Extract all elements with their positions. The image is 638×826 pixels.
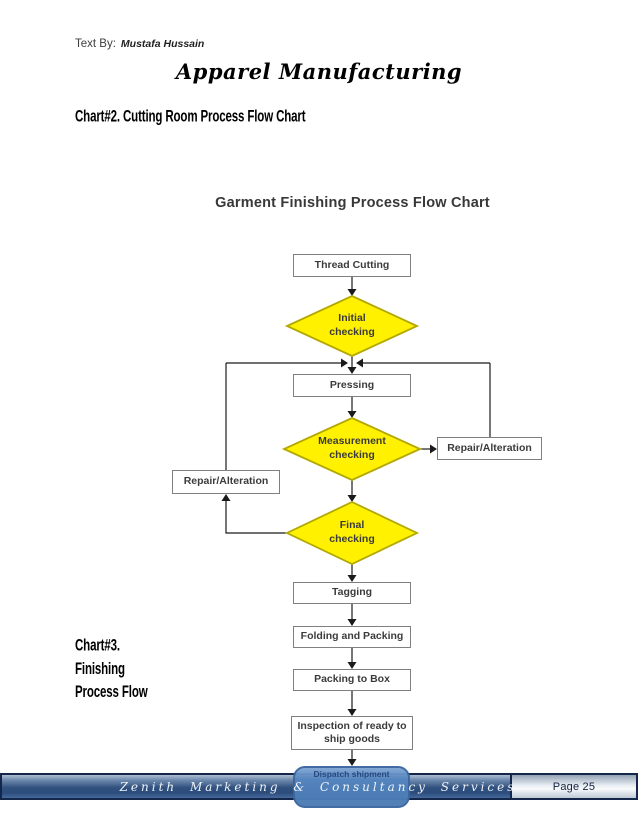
node-initial-checking-label: Initial checking (329, 312, 375, 338)
node-initial-checking: Initial checking (320, 304, 384, 348)
final-checking-diamond (284, 501, 420, 565)
arrowhead-into-measurement (347, 411, 357, 418)
node-tagging: Tagging (293, 582, 411, 604)
terminator-dispatch-shipment-label: Dispatch shipment (313, 769, 390, 779)
author-name: Mustafa Hussain (120, 38, 205, 50)
measurement-checking-diamond (281, 417, 423, 481)
side-note-line-3: Process Flow (75, 683, 148, 702)
arrowhead-into-repair-right (430, 444, 437, 454)
node-inspection: Inspection of ready to ship goods (291, 716, 413, 750)
node-thread-cutting: Thread Cutting (293, 254, 411, 277)
node-inspection-label: Inspection of ready to ship goods (297, 719, 407, 745)
arrowhead-into-tagging (347, 575, 357, 582)
node-thread-cutting-label: Thread Cutting (314, 258, 390, 271)
connector-final-repair-left (225, 501, 287, 534)
node-final-checking-label: Final checking (329, 519, 375, 545)
node-final-checking: Final checking (320, 511, 384, 555)
footer-divider (510, 775, 512, 798)
initial-checking-diamond (284, 295, 420, 357)
arrowhead-into-repair-left (221, 494, 231, 501)
terminator-dispatch-shipment: Dispatch shipment (293, 766, 410, 808)
arrowhead-into-initial (347, 289, 357, 296)
document-title: Apparel Manufacturing (175, 59, 463, 84)
side-note-line-1: Chart#3. (75, 637, 120, 655)
node-measurement-checking-label: Measurement checking (318, 435, 386, 461)
side-note-chart3: Chart#3. Finishing Process Flow (75, 634, 148, 704)
byline-label: Text By: (75, 38, 116, 50)
arrowhead-feedback-right (356, 358, 363, 368)
arrowhead-into-packing (347, 662, 357, 669)
node-folding-and-packing-label: Folding and Packing (300, 630, 404, 643)
footer-company-name: Zenith Marketing & Consultancy Services (119, 779, 517, 794)
node-repair-alteration-left: Repair/Alteration (172, 470, 280, 494)
node-pressing: Pressing (293, 374, 411, 397)
node-repair-alteration-right-label: Repair/Alteration (447, 441, 532, 454)
node-repair-alteration-left-label: Repair/Alteration (183, 475, 269, 488)
node-repair-alteration-right: Repair/Alteration (437, 437, 542, 460)
node-pressing-label: Pressing (329, 378, 375, 391)
arrowhead-into-dispatch (347, 759, 357, 766)
page-number: Page 25 (552, 780, 596, 793)
node-tagging-label: Tagging (331, 586, 373, 599)
side-note-line-2: Finishing (75, 660, 125, 678)
byline: Text By: Mustafa Hussain (75, 38, 204, 50)
page-number-box: Page 25 (512, 775, 636, 798)
arrowhead-feedback-left (341, 358, 348, 368)
section-heading-chart2: Chart#2. Cutting Room Process Flow Chart (75, 108, 306, 126)
node-packing-to-box: Packing to Box (293, 669, 411, 691)
node-folding-and-packing: Folding and Packing (293, 626, 411, 648)
node-measurement-checking: Measurement checking (310, 427, 394, 471)
arrowhead-into-final (347, 495, 357, 502)
arrowhead-into-folding (347, 619, 357, 626)
arrowhead-into-inspection (347, 709, 357, 716)
node-packing-to-box-label: Packing to Box (314, 673, 390, 686)
arrowhead-into-pressing (347, 367, 357, 374)
flowchart-title: Garment Finishing Process Flow Chart (215, 195, 490, 211)
